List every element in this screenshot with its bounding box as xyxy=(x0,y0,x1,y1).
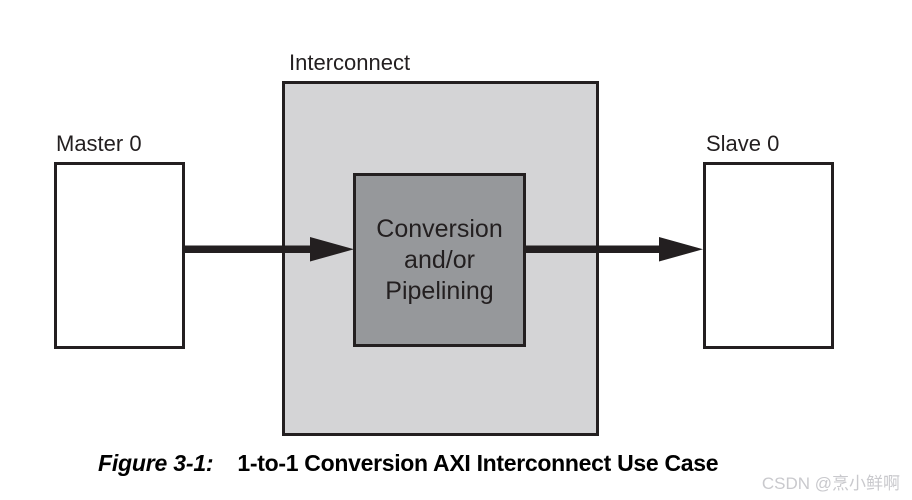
master-to-conversion-arrow-icon xyxy=(184,237,354,262)
csdn-watermark: CSDN @烹小鲜啊 xyxy=(761,474,900,493)
conversion-block-line-3: Pipelining xyxy=(385,276,494,305)
slave-block-label: Slave 0 xyxy=(706,131,780,156)
master-block xyxy=(54,162,185,349)
master-block-label: Master 0 xyxy=(56,131,142,156)
figure-caption-title: 1-to-1 Conversion AXI Interconnect Use C… xyxy=(237,450,719,476)
interconnect-block-label: Interconnect xyxy=(289,50,411,75)
conversion-block-line-1: Conversion xyxy=(376,214,503,243)
figure-caption-number: Figure 3-1: xyxy=(98,450,214,476)
figure-caption: Figure 3-1: 1-to-1 Conversion AXI Interc… xyxy=(98,450,858,484)
slave-block xyxy=(703,162,834,349)
conversion-block-line-2: and/or xyxy=(404,245,475,274)
conversion-to-slave-arrow-icon xyxy=(525,237,703,262)
conversion-pipelining-block: Conversion and/or Pipelining xyxy=(353,173,526,347)
